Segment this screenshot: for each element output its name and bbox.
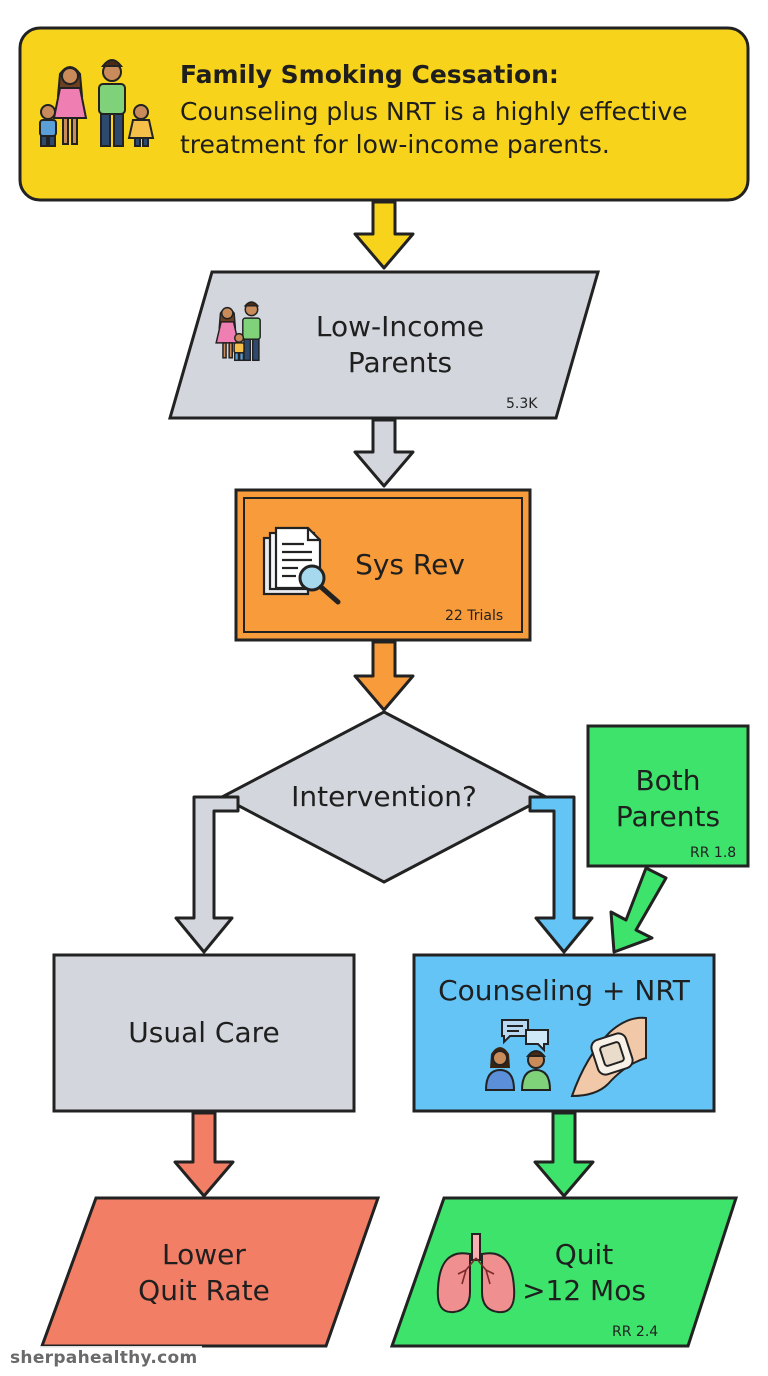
- arrow-header-to-population: [353, 200, 415, 270]
- modifier-label-line: Both: [635, 763, 701, 797]
- arrow-treatment-to-treatment-outcome: [533, 1111, 595, 1198]
- control-node: [52, 953, 356, 1113]
- lungs-icon: [436, 1233, 516, 1314]
- population-node: [168, 270, 600, 420]
- nicotine-patch-icon: [570, 1016, 647, 1098]
- header-text: Family Smoking Cessation: Counseling plu…: [180, 60, 740, 161]
- treatment-node: [412, 953, 716, 1113]
- header-subtitle: Counseling plus NRT is a highly effectiv…: [180, 95, 740, 161]
- control-label: Usual Care: [128, 1015, 280, 1049]
- treatment-label: Counseling + NRT: [438, 973, 690, 1007]
- watermark: sherpahealthy.com: [6, 1346, 202, 1370]
- family-icon: [39, 59, 155, 147]
- population-label-line: Low-Income: [315, 309, 485, 343]
- counseling-icon: [484, 1019, 552, 1091]
- population-label: Low-Income Parents: [290, 300, 510, 390]
- family-icon: [215, 301, 261, 362]
- modifier-badge: RR 1.8: [690, 845, 737, 861]
- header-subtitle-line: Counseling plus NRT is a highly effectiv…: [180, 97, 688, 126]
- treatment-outcome-label: Quit >12 Mos: [504, 1228, 664, 1318]
- control-outcome-label-line: Quit Rate: [138, 1274, 270, 1307]
- treatment-outcome-label-line: >12 Mos: [522, 1274, 646, 1307]
- arrow-control-to-control-outcome: [173, 1111, 235, 1198]
- review-label: Sys Rev: [355, 547, 465, 581]
- header-subtitle-line: treatment for low-income parents.: [180, 130, 610, 159]
- modifier-node: [586, 724, 750, 868]
- control-outcome-label-line: Lower: [162, 1237, 246, 1271]
- review-node-inner: [243, 497, 523, 633]
- decision-node: [218, 710, 550, 884]
- arrow-decision-to-control: [174, 795, 240, 954]
- document-magnifier-icon: [262, 526, 341, 605]
- arrow-review-to-decision: [353, 640, 415, 712]
- modifier-label-line: Parents: [615, 800, 721, 833]
- arrow-modifier-to-treatment: [609, 866, 668, 954]
- header-title: Family Smoking Cessation:: [180, 60, 559, 89]
- review-badge: 22 Trials: [445, 608, 504, 624]
- arrow-population-to-review: [353, 418, 415, 488]
- population-badge: 5.3K: [506, 396, 538, 412]
- control-outcome-node: [39, 1196, 381, 1348]
- treatment-outcome-label-line: Quit: [554, 1237, 614, 1271]
- population-label-line: Parents: [347, 346, 453, 379]
- header-banner: [18, 26, 750, 202]
- treatment-outcome-badge: RR 2.4: [612, 1324, 659, 1340]
- modifier-label: Both Parents: [590, 754, 746, 844]
- decision-label: Intervention?: [291, 779, 477, 813]
- arrow-decision-to-treatment: [528, 795, 594, 954]
- control-outcome-label: Lower Quit Rate: [104, 1228, 304, 1318]
